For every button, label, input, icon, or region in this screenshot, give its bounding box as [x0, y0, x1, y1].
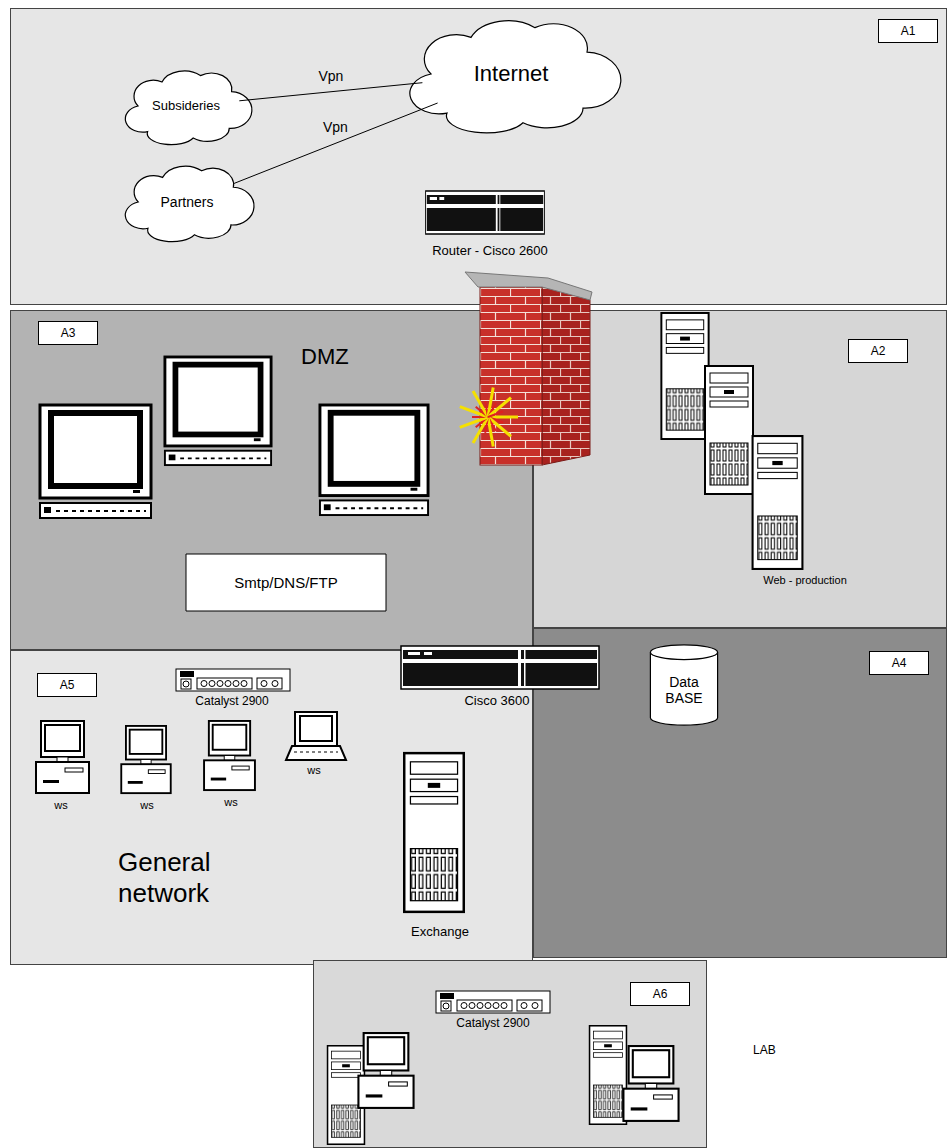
firewall	[542, 285, 590, 465]
vpn-link	[239, 83, 422, 101]
cloud-outline	[410, 21, 621, 133]
exchange-server	[404, 753, 464, 912]
zone-region: A1Subsideries InternetPartners	[10, 8, 947, 305]
network-cloud: Subsideries	[126, 66, 246, 146]
firewall	[460, 272, 592, 465]
web-servers	[661, 313, 708, 439]
cylinder-top	[650, 645, 717, 660]
vpn-link	[233, 103, 438, 184]
zone-tag: A1	[878, 19, 938, 43]
workstations	[121, 726, 170, 793]
zone-tag: A5	[37, 673, 97, 697]
workstations	[204, 721, 255, 790]
device-label: Web - production	[763, 574, 847, 586]
firewall	[480, 285, 542, 465]
cloud-label: Subsideries	[152, 99, 220, 114]
network-cloud: Partners	[126, 161, 248, 243]
workstations	[36, 712, 346, 793]
workstations	[36, 721, 89, 793]
zone-tag: A4	[869, 651, 929, 675]
device-label: ws	[140, 799, 153, 811]
router-icon	[426, 191, 545, 234]
box-label: Smtp/DNS/FTP	[234, 574, 337, 591]
zone-title: General network	[118, 847, 268, 909]
cloud-label: Internet	[474, 61, 549, 86]
workstations	[286, 746, 346, 760]
device-label: Exchange	[411, 924, 469, 939]
device-label: ws	[307, 764, 320, 776]
zone-tag: A3	[38, 321, 98, 345]
zone-title: LAB	[753, 1043, 813, 1057]
web-servers	[753, 436, 803, 569]
dmz-servers	[40, 357, 428, 518]
web-servers	[661, 313, 802, 569]
database-cylinder: Data BASE	[649, 644, 719, 726]
cloud-outline	[125, 71, 252, 145]
zone-tag: A2	[848, 339, 908, 363]
exchange-server	[404, 753, 464, 912]
device-label: Catalyst 2900	[456, 1016, 529, 1030]
burst-ray	[488, 398, 511, 417]
dmz-servers	[165, 357, 271, 465]
burst-ray	[488, 412, 503, 418]
dmz-servers	[40, 405, 151, 518]
zone-tag: A6	[630, 982, 690, 1006]
lab-equipment	[358, 1033, 413, 1108]
edge-label: Vpn	[321, 119, 350, 135]
device-label: Cisco 3600	[464, 693, 529, 708]
lab-equipment	[436, 991, 550, 1013]
router-icon	[426, 191, 545, 234]
switch-icon	[176, 669, 290, 691]
box-label: Data BASE	[657, 674, 711, 706]
workstations	[294, 752, 338, 753]
edge-label: Vpn	[316, 68, 345, 84]
cisco-3600	[401, 646, 599, 689]
cloud-outline	[125, 166, 254, 241]
lab-equipment	[328, 991, 679, 1144]
dmz-servers	[320, 405, 428, 515]
lab-equipment	[590, 1026, 627, 1124]
device-label: ws	[54, 799, 67, 811]
device-label: Router - Cisco 2600	[432, 243, 548, 258]
device-label: Catalyst 2900	[195, 694, 268, 708]
web-servers	[705, 366, 753, 494]
burst-ray	[473, 391, 488, 417]
burst-ray	[488, 417, 493, 447]
firewall	[465, 272, 592, 300]
cylinder-body	[650, 652, 717, 725]
device-label: ws	[224, 796, 237, 808]
firewall-burst	[460, 388, 518, 447]
workstations	[295, 712, 337, 746]
box-outline	[186, 554, 386, 611]
cisco-3600	[401, 646, 599, 689]
service-box: Smtp/DNS/FTP	[186, 554, 386, 611]
workstations	[300, 716, 332, 741]
switch-icon	[176, 669, 290, 691]
zone-title: DMZ	[301, 344, 421, 370]
cloud-label: Partners	[161, 194, 214, 210]
network-cloud: Internet	[411, 13, 611, 135]
lab-equipment	[623, 1046, 678, 1121]
burst-ray	[460, 417, 488, 427]
